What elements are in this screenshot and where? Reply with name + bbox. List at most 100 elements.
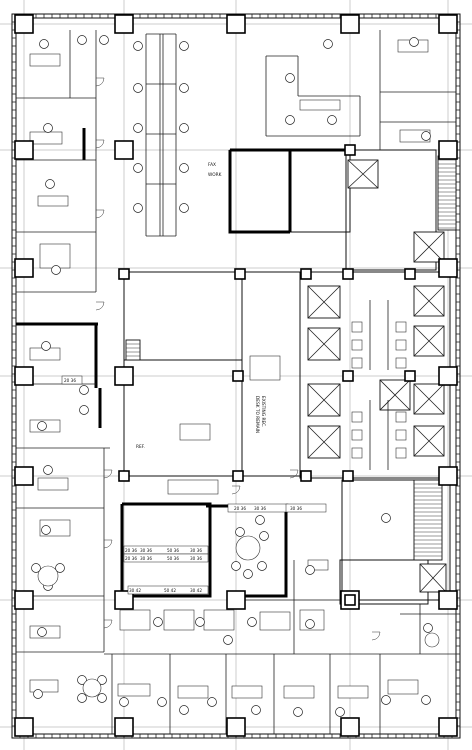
column bbox=[234, 268, 246, 280]
column bbox=[14, 717, 34, 737]
chair bbox=[37, 421, 47, 431]
desk bbox=[259, 611, 291, 631]
desk bbox=[179, 423, 211, 441]
chair bbox=[179, 41, 189, 51]
desk bbox=[337, 685, 369, 699]
workstation-cluster bbox=[145, 33, 177, 237]
chair bbox=[153, 617, 163, 627]
ref-note: REF. bbox=[136, 444, 145, 450]
chair bbox=[179, 163, 189, 173]
column bbox=[438, 14, 458, 34]
desk bbox=[29, 131, 63, 145]
counter-label: 50 36 bbox=[167, 556, 179, 561]
counter-label: 30 36 bbox=[254, 506, 266, 511]
door-swing bbox=[103, 539, 113, 549]
column bbox=[14, 258, 34, 278]
round-tables bbox=[37, 535, 440, 698]
door-swing bbox=[95, 77, 105, 87]
shaft-diagonal bbox=[413, 383, 445, 415]
desk bbox=[37, 195, 69, 207]
chair bbox=[247, 617, 257, 627]
chair bbox=[31, 563, 41, 573]
shaft-diagonal bbox=[413, 325, 445, 357]
column bbox=[114, 590, 134, 610]
fax-note: FAX bbox=[208, 162, 216, 168]
column bbox=[14, 14, 34, 34]
chair bbox=[97, 675, 107, 685]
office-desks bbox=[29, 39, 431, 699]
counter-label: 20 36 bbox=[125, 548, 137, 553]
desk bbox=[37, 477, 69, 491]
structural-columns bbox=[14, 14, 458, 737]
shaft-diagonal bbox=[413, 231, 445, 263]
chair bbox=[179, 203, 189, 213]
counter-label: 30 36 bbox=[140, 548, 152, 553]
chair bbox=[77, 693, 87, 703]
door-swing bbox=[231, 485, 241, 495]
column bbox=[404, 268, 416, 280]
chair bbox=[381, 695, 391, 705]
desk bbox=[29, 679, 59, 693]
column bbox=[300, 470, 312, 482]
chair bbox=[293, 707, 303, 717]
plan-notes: FAX WORK REF. EXISTING REC. DESK TO REMA… bbox=[136, 162, 266, 450]
counter-label: 30 36 bbox=[140, 556, 152, 561]
desk bbox=[231, 685, 263, 699]
column bbox=[340, 14, 360, 34]
column bbox=[300, 268, 312, 280]
desk bbox=[249, 355, 281, 381]
chair bbox=[41, 525, 51, 535]
counter-labels: 20 36 30 36 50 36 30 36 20 36 30 36 50 3… bbox=[64, 378, 302, 593]
column bbox=[438, 466, 458, 486]
desk bbox=[39, 243, 71, 269]
chair bbox=[179, 83, 189, 93]
chair bbox=[179, 123, 189, 133]
chair bbox=[133, 163, 143, 173]
shaft-diagonal bbox=[307, 285, 341, 319]
chair bbox=[251, 705, 261, 715]
chair bbox=[235, 527, 245, 537]
chair bbox=[335, 707, 345, 717]
chair bbox=[33, 689, 43, 699]
chair bbox=[223, 635, 233, 645]
rated-walls bbox=[16, 128, 350, 598]
stairwells bbox=[125, 155, 457, 561]
column bbox=[344, 144, 356, 156]
column bbox=[342, 470, 354, 482]
chair bbox=[285, 115, 295, 125]
chair bbox=[79, 385, 89, 395]
chair bbox=[79, 405, 89, 415]
chair bbox=[421, 695, 431, 705]
column bbox=[438, 590, 458, 610]
chair bbox=[43, 123, 53, 133]
column bbox=[342, 370, 354, 382]
desk bbox=[29, 53, 61, 67]
counter-label: 50 42 bbox=[164, 588, 176, 593]
chair bbox=[51, 265, 61, 275]
stair bbox=[125, 339, 141, 361]
chair bbox=[97, 693, 107, 703]
shaft-diagonal bbox=[379, 379, 411, 411]
counter-label: 20 36 bbox=[125, 556, 137, 561]
door-swing bbox=[95, 139, 105, 149]
column bbox=[14, 140, 34, 160]
chair bbox=[409, 37, 419, 47]
chair bbox=[305, 565, 315, 575]
chair bbox=[243, 569, 253, 579]
chair bbox=[323, 39, 333, 49]
column bbox=[342, 268, 354, 280]
column bbox=[340, 717, 360, 737]
desk bbox=[307, 559, 329, 571]
column bbox=[14, 590, 34, 610]
door-swing bbox=[95, 209, 105, 219]
column bbox=[232, 370, 244, 382]
office-partitions-right bbox=[265, 30, 456, 654]
chair bbox=[381, 513, 391, 523]
desk bbox=[299, 99, 341, 111]
chair bbox=[305, 619, 315, 629]
column bbox=[232, 470, 244, 482]
chair bbox=[255, 515, 265, 525]
column bbox=[438, 140, 458, 160]
chair bbox=[133, 203, 143, 213]
